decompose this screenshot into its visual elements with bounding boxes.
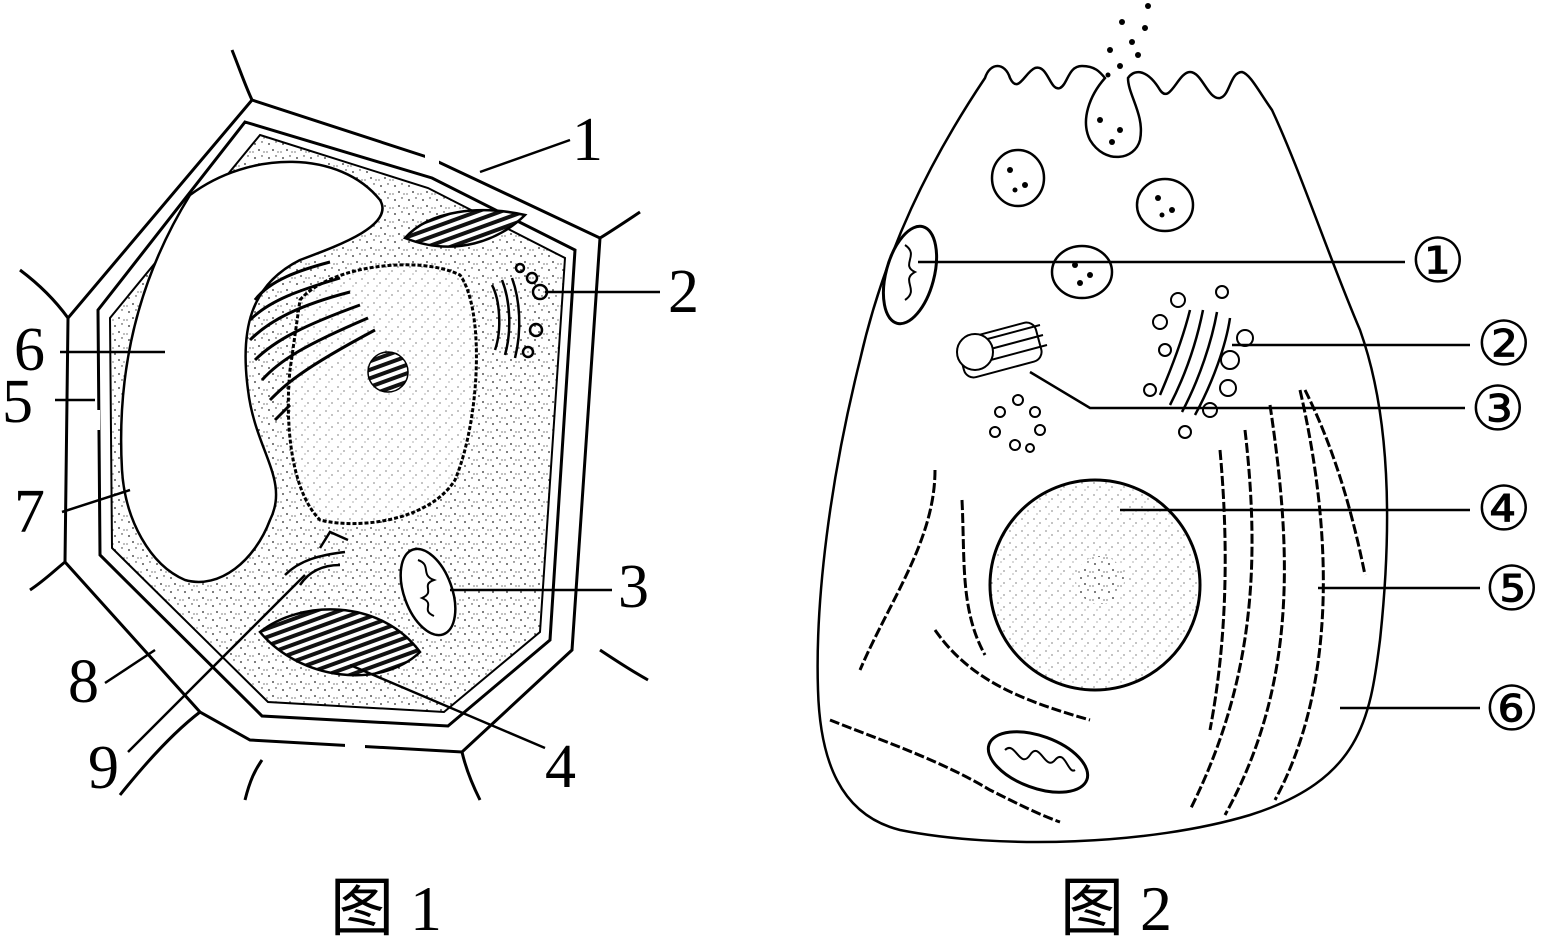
golgi-apparatus-2: [1158, 309, 1232, 416]
neighbour-cell-walls: [19, 49, 649, 801]
cell-wall-inner: [96, 120, 577, 728]
cell-membrane: [816, 64, 1389, 844]
label-circle-4: ④: [1476, 476, 1532, 544]
label-circle-3: ③: [1470, 376, 1526, 444]
vacuole: [119, 160, 384, 584]
figure1-labels: 1 2 3 4 5 6 7 8 9: [2, 106, 699, 802]
chloroplast-bottom: [258, 608, 422, 677]
label-circle-6: ⑥: [1484, 676, 1540, 744]
plasmodesma-top: [425, 150, 439, 174]
label-circle-2: ②: [1476, 311, 1532, 379]
secretion-dots: [1105, 3, 1151, 78]
small-vesicle-structure: [284, 530, 349, 586]
centrosome: [956, 321, 1048, 379]
nucleolus-2: [1076, 556, 1124, 604]
figure1-caption: 图 1: [330, 873, 442, 940]
vesicle-granules: [1007, 117, 1175, 286]
figure1-leader-lines: [55, 138, 660, 753]
endoplasmic-reticulum: [248, 260, 376, 422]
label-9: 9: [88, 734, 119, 802]
chloroplast-top: [402, 209, 528, 248]
animal-cell-figure: ① ② ③ ④ ⑤ ⑥ 图 2: [816, 3, 1540, 940]
label-circle-1: ①: [1410, 228, 1466, 296]
mitochondrion-lower: [986, 730, 1090, 794]
centriole-vesicles: [989, 394, 1046, 453]
figure2-labels: ① ② ③ ④ ⑤ ⑥: [1410, 228, 1540, 744]
label-3: 3: [618, 553, 649, 621]
label-2: 2: [668, 258, 699, 326]
mitochondrion: [399, 547, 457, 637]
label-7: 7: [14, 478, 45, 546]
label-6: 6: [14, 316, 45, 384]
label-5: 5: [2, 368, 33, 436]
label-8: 8: [68, 648, 99, 716]
nucleolus: [367, 351, 409, 393]
plasmodesma-left: [70, 410, 100, 430]
golgi-vesicles-2: [1143, 285, 1254, 439]
mitochondrion-upper: [881, 224, 939, 326]
plant-cell-figure: 1 2 3 4 5 6 7 8 9 图 1: [2, 49, 699, 940]
plasmodesma-bottom: [345, 738, 365, 760]
figure2-caption: 图 2: [1060, 873, 1172, 940]
label-1: 1: [572, 106, 603, 174]
figure2-leader-lines: [918, 260, 1480, 710]
secretory-vesicles: [990, 148, 1195, 300]
nucleus: [286, 263, 478, 526]
label-4: 4: [545, 733, 576, 801]
label-circle-5: ⑤: [1484, 556, 1540, 624]
nucleus-2: [988, 478, 1202, 692]
